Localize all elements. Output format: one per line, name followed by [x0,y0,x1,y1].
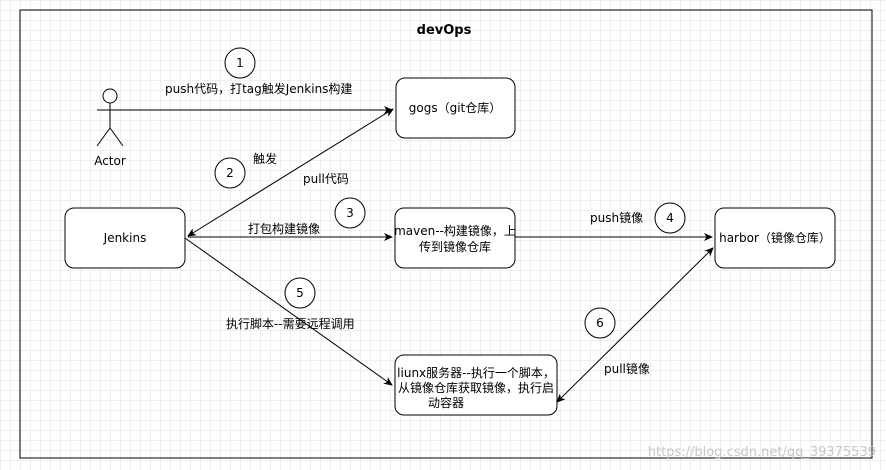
node-harbor[interactable] [714,207,836,269]
step-circle-3 [334,197,366,229]
edge-label-trigger: 触发 [253,151,277,166]
step-circle-6 [584,307,616,339]
edge-label-push-image: push镜像 [590,210,643,225]
edge-harbor-linux [556,247,714,403]
node-linux-label-2: 从镜像仓库获取镜像，执行启 [398,380,554,395]
node-maven-label-1: maven--构建镜像，上 [394,223,516,238]
diagram-title: devOps [417,23,472,38]
actor-label: Actor [94,154,126,168]
watermark: https://blog.csdn.net/qq_39375539 [648,445,876,460]
node-jenkins-label: Jenkins [103,231,147,245]
step-number-2: 2 [226,166,234,180]
node-linux-label-3: 动容器 [428,395,464,410]
step-circle-5 [284,277,316,309]
step-number-1: 1 [236,56,244,70]
edge-jenkins-linux [184,237,393,386]
edge-label-push-tag: push代码，打tag触发Jenkins构建 [165,81,352,96]
edge-label-pull-code: pull代码 [303,172,349,186]
node-harbor-label: harbor（镜像仓库） [719,230,831,245]
node-maven[interactable] [394,207,516,269]
node-gogs[interactable] [395,77,516,139]
step-number-3: 3 [346,206,354,220]
edge-label-package: 打包构建镜像 [248,221,320,236]
node-maven-label-2: 传到镜像仓库 [419,239,491,254]
edge-label-run-script: 执行脚本--需要远程调用 [226,316,355,331]
step-number-5: 5 [296,286,304,300]
actor-icon [96,88,124,147]
step-circle-1 [224,47,256,79]
step-number-4: 4 [666,211,674,225]
step-number-6: 6 [596,316,604,330]
edge-label-pull-image: pull镜像 [604,361,650,376]
step-circle-4 [654,202,686,234]
diagram-frame [19,9,873,459]
step-circle-2 [214,157,246,189]
node-gogs-label: gogs（git仓库） [409,100,502,115]
node-linux-label-1: liunx服务器--执行一个脚本， [397,365,555,380]
edge-jenkins-gogs [187,108,394,237]
